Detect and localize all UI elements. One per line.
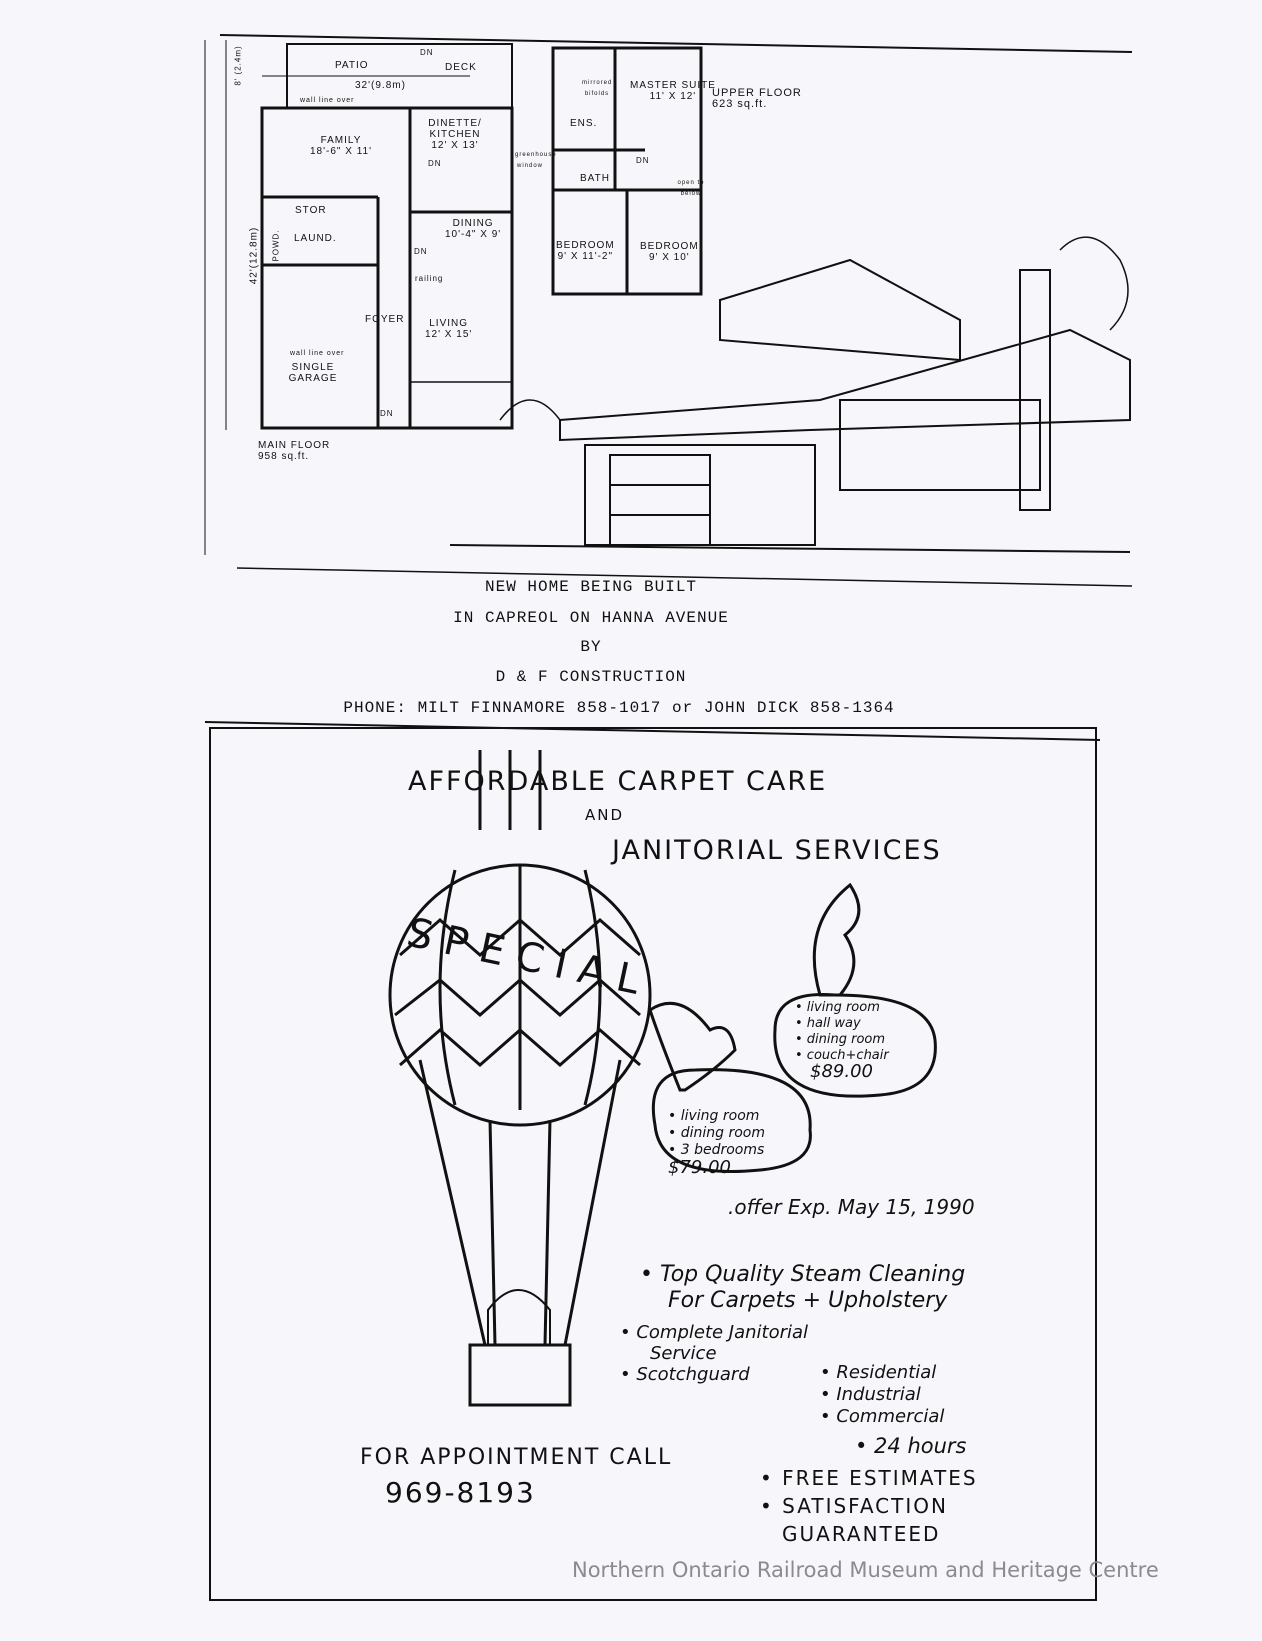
call-label: FOR APPOINTMENT CALL: [360, 1445, 673, 1470]
room-patio: PATIO: [335, 60, 369, 71]
dimension-depth: 42'(12.8m): [248, 226, 260, 285]
house-ad-line-1: NEW HOME BEING BUILT: [484, 578, 698, 596]
divider-top: [236, 567, 1133, 587]
note-open-below: open to below: [677, 180, 705, 197]
room-stor: STOR: [295, 205, 327, 216]
room-garage: SINGLE GARAGE: [288, 362, 338, 384]
note-dn-4: DN: [380, 409, 394, 418]
room-ensuite: ENS.: [570, 118, 598, 129]
carpet-title-and: AND: [585, 806, 625, 824]
carpet-title-1: AFFORDABLE CARPET CARE: [408, 766, 828, 797]
main-floor-plan: [225, 40, 514, 430]
house-ad-phone: PHONE: MILT FINNAMORE 858-1017 or JOHN D…: [343, 699, 895, 717]
dimension-patio: 8' (2.4m): [233, 45, 243, 86]
offer-expiry: .offer Exp. May 15, 1990: [728, 1195, 975, 1219]
note-railing: railing: [415, 274, 444, 283]
note-wall-line-2: wall line over: [300, 97, 355, 104]
room-foyer: FOYER: [365, 314, 405, 325]
dimension-width: 32'(9.8m): [355, 80, 406, 91]
watermark: Northern Ontario Railroad Museum and Her…: [572, 1558, 1159, 1582]
house-ad-line-2: IN CAPREOL ON HANNA AVENUE: [453, 609, 729, 627]
divider-bottom: [204, 721, 1101, 741]
carpet-title-2: JANITORIAL SERVICES: [612, 835, 942, 866]
note-dn-1: DN: [420, 48, 434, 57]
sectors: • Residential• Industrial• Commercial: [820, 1362, 945, 1427]
extra-24h: • 24 hours: [855, 1434, 967, 1458]
upper-floor-plan: [551, 46, 703, 296]
offer-79: • living room• dining room• 3 bedrooms $…: [668, 1108, 765, 1178]
note-dn-upper: DN: [636, 156, 650, 165]
room-powder: POWD.: [271, 229, 281, 262]
house-illustration: [449, 236, 1131, 553]
note-dn-2: DN: [428, 159, 442, 168]
bird-and-rock-89: [773, 882, 937, 1098]
hot-air-balloon: [388, 750, 652, 1407]
bird-and-rock-79: [648, 1001, 812, 1174]
call-phone: 969-8193: [385, 1476, 536, 1509]
note-greenhouse: greenhouse window: [515, 152, 557, 169]
note-mirrored: mirrored bifolds: [582, 80, 613, 97]
offer-89: • living room• hall way• dining room• co…: [795, 1000, 889, 1082]
house-ad-line-3: BY: [580, 638, 602, 656]
note-dn-3: DN: [414, 247, 428, 256]
note-wall-line: wall line over: [290, 350, 345, 357]
top-rule: [219, 34, 1133, 53]
room-deck: DECK: [445, 62, 477, 73]
house-ad-line-4: D & F CONSTRUCTION: [495, 668, 687, 686]
carpet-ad-frame: [209, 727, 1097, 1601]
room-bath: BATH: [580, 173, 610, 184]
room-laundry: LAUND.: [294, 233, 337, 244]
